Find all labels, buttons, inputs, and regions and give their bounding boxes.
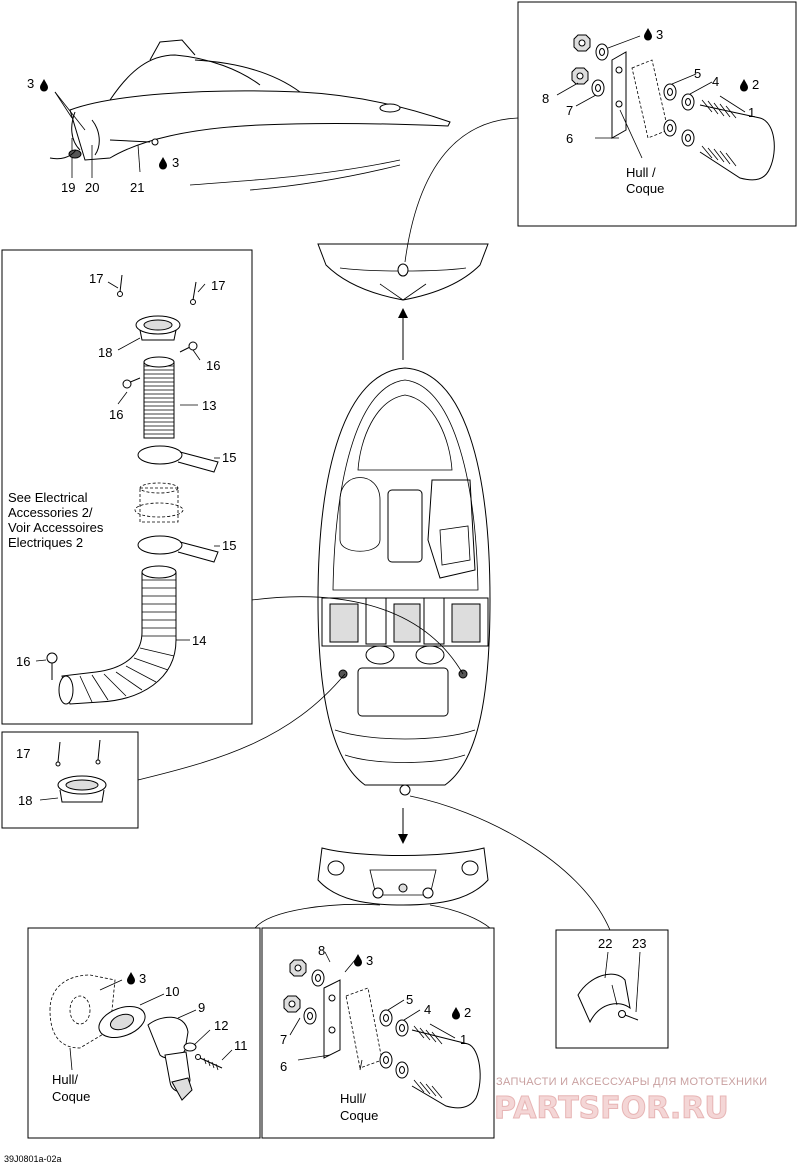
bow-front-view [317, 243, 489, 360]
hose-short [143, 356, 175, 439]
callout-4: 4 [424, 1002, 431, 1017]
bracket-assembly [577, 951, 641, 1024]
hull-label-b-line2: Coque [52, 1089, 90, 1104]
callout-18: 18 [98, 345, 112, 360]
callouts-top-left: 3 19 20 21 3 [27, 76, 179, 195]
callout-7: 7 [280, 1032, 287, 1047]
callouts-small-box: 17 18 [16, 746, 32, 808]
callout-3: 3 [27, 76, 34, 91]
callouts-left-box: 17 17 18 16 16 13 15 15 14 16 See Electr… [8, 271, 236, 669]
detail-box-drain-plug [27, 927, 261, 1139]
callout-8: 8 [542, 91, 549, 106]
callout-7: 7 [566, 103, 573, 118]
callout-5: 5 [694, 66, 701, 81]
stern-eye-assembly [283, 951, 481, 1109]
drop-icon [354, 954, 362, 967]
callout-10: 10 [165, 984, 179, 999]
callout-23: 23 [632, 936, 646, 951]
hull-label-b-line1: Hull/ [52, 1072, 78, 1087]
callout-15: 15 [222, 538, 236, 553]
leader-line [137, 673, 346, 781]
watercraft-side-view [49, 39, 451, 191]
leader-line [409, 795, 611, 931]
callout-13: 13 [202, 398, 216, 413]
callout-17: 17 [16, 746, 30, 761]
drop-icon [40, 79, 48, 92]
vent-cap-assembly [39, 739, 107, 803]
callouts-top-right: 3 5 4 2 1 8 7 6 Hull / Coque [542, 27, 759, 196]
leader-line [404, 117, 519, 263]
callout-2: 2 [752, 77, 759, 92]
hull-label-c-line2: Coque [340, 1108, 378, 1123]
callout-4: 4 [712, 74, 719, 89]
leader-line [254, 904, 381, 929]
callout-3: 3 [172, 155, 179, 170]
callout-1: 1 [460, 1032, 467, 1047]
detail-box-bracket [555, 929, 669, 1049]
callout-17: 17 [211, 278, 225, 293]
see-electrical-line2: Accessories 2/ [8, 505, 93, 520]
callout-18: 18 [18, 793, 32, 808]
stern-rear-view [317, 847, 489, 906]
callout-11: 11 [234, 1038, 248, 1053]
see-electrical-line1: See Electrical [8, 490, 88, 505]
callouts-stern-box: 8 3 5 4 2 1 7 6 Hull/ Coque [280, 943, 471, 1123]
callout-2: 2 [464, 1005, 471, 1020]
leader-line [429, 904, 491, 929]
leader-line [251, 596, 464, 675]
callout-6: 6 [566, 131, 573, 146]
callout-1: 1 [748, 105, 755, 120]
callout-9: 9 [198, 1000, 205, 1015]
callout-19: 19 [61, 180, 75, 195]
drop-icon [452, 1007, 460, 1020]
detail-box-bow-eye [517, 1, 797, 227]
callout-16: 16 [206, 358, 220, 373]
callout-6: 6 [280, 1059, 287, 1074]
callout-5: 5 [406, 992, 413, 1007]
hose-long [58, 565, 177, 705]
callout-15: 15 [222, 450, 236, 465]
see-electrical-line3: Voir Accessoires [8, 520, 104, 535]
callout-3: 3 [656, 27, 663, 42]
callout-16: 16 [16, 654, 30, 669]
callout-3: 3 [139, 971, 146, 986]
hull-top-view [317, 367, 491, 844]
callout-21: 21 [130, 180, 144, 195]
drop-icon [644, 28, 652, 41]
callouts-drain-box: 3 10 9 12 11 Hull/ Coque [52, 971, 248, 1104]
callout-16: 16 [109, 407, 123, 422]
drain-plug-assembly [49, 974, 233, 1101]
callout-8: 8 [318, 943, 325, 958]
callout-20: 20 [85, 180, 99, 195]
drop-icon [159, 157, 167, 170]
hull-label-c-line1: Hull/ [340, 1091, 366, 1106]
detail-box-stern-eye [261, 927, 495, 1139]
diagram-code: 39J0801a-02a [4, 1154, 62, 1164]
callout-3: 3 [366, 953, 373, 968]
callout-22: 22 [598, 936, 612, 951]
watermark-tagline: ЗАПЧАСТИ И АКСЕССУАРЫ ДЛЯ МОТОТЕХНИКИ [496, 1076, 767, 1088]
hull-label-line2: Coque [626, 181, 664, 196]
drop-icon [127, 972, 135, 985]
hull-label-line1: Hull / [626, 165, 656, 180]
detail-box-vent-hose [1, 249, 253, 725]
callout-17: 17 [89, 271, 103, 286]
callouts-right-box: 22 23 [598, 936, 646, 951]
bow-eye-assembly [556, 34, 775, 181]
vent-hose-assembly [35, 274, 220, 705]
callout-12: 12 [214, 1018, 228, 1033]
callout-14: 14 [192, 633, 206, 648]
drop-icon [740, 79, 748, 92]
watermark-logo: PARTSFOR.RU [494, 1091, 729, 1126]
see-electrical-line4: Electriques 2 [8, 535, 83, 550]
watermark: ЗАПЧАСТИ И АКСЕССУАРЫ ДЛЯ МОТОТЕХНИКИ PA… [494, 1076, 768, 1127]
